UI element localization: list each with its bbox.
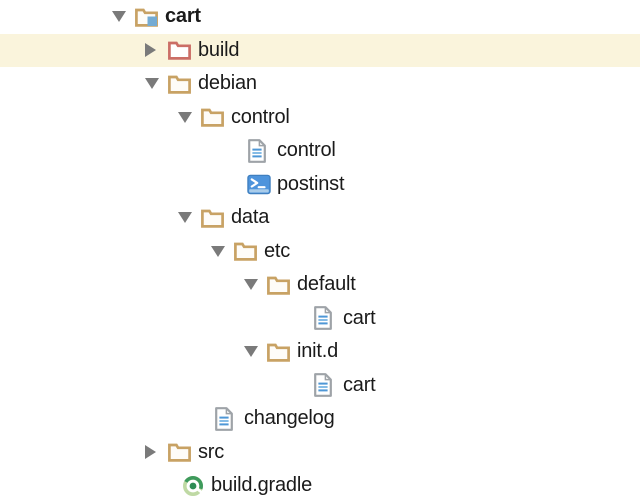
triangle-right-icon[interactable] bbox=[145, 445, 156, 460]
folder-icon bbox=[201, 208, 225, 228]
project-folder-icon bbox=[135, 7, 159, 27]
tree-item-label: data bbox=[231, 206, 270, 229]
folder-icon bbox=[234, 241, 258, 261]
tree-item-label: changelog bbox=[244, 407, 335, 430]
triangle-right-icon[interactable] bbox=[145, 43, 156, 58]
folder-icon bbox=[201, 107, 225, 127]
triangle-down-icon[interactable] bbox=[244, 279, 258, 291]
tree-row[interactable]: changelog bbox=[0, 402, 640, 436]
tree-item-label: postinst bbox=[277, 172, 345, 195]
tree-row[interactable]: data bbox=[0, 201, 640, 235]
tree-item-label: default bbox=[297, 273, 356, 296]
gradle-file-icon bbox=[181, 474, 205, 498]
text-file-icon bbox=[313, 306, 337, 331]
text-file-icon bbox=[247, 138, 271, 163]
tree-row[interactable]: postinst bbox=[0, 168, 640, 202]
shell-script-icon bbox=[247, 174, 271, 195]
tree-row[interactable]: build bbox=[0, 33, 640, 67]
folder-icon bbox=[168, 442, 192, 462]
tree-row[interactable]: cart bbox=[0, 0, 640, 34]
triangle-down-icon[interactable] bbox=[244, 346, 258, 358]
triangle-down-icon[interactable] bbox=[178, 212, 192, 224]
text-file-icon bbox=[214, 406, 238, 431]
triangle-down-icon[interactable] bbox=[145, 78, 159, 90]
tree-row[interactable]: build.gradle bbox=[0, 469, 640, 503]
tree-item-label: control bbox=[231, 105, 290, 128]
tree-row[interactable]: etc bbox=[0, 235, 640, 269]
tree-row[interactable]: cart bbox=[0, 369, 640, 403]
tree-row[interactable]: default bbox=[0, 268, 640, 302]
folder-icon bbox=[168, 74, 192, 94]
tree-item-label: cart bbox=[343, 306, 376, 329]
folder-icon bbox=[267, 275, 291, 295]
tree-row[interactable]: init.d bbox=[0, 335, 640, 369]
tree-item-label: debian bbox=[198, 72, 257, 95]
tree-item-label: init.d bbox=[297, 340, 339, 363]
triangle-down-icon[interactable] bbox=[211, 245, 225, 257]
tree-row[interactable]: src bbox=[0, 436, 640, 470]
tree-row[interactable]: control bbox=[0, 134, 640, 168]
triangle-down-icon[interactable] bbox=[112, 11, 126, 23]
triangle-down-icon[interactable] bbox=[178, 111, 192, 123]
text-file-icon bbox=[313, 373, 337, 398]
tree-row[interactable]: cart bbox=[0, 302, 640, 336]
excluded-folder-icon bbox=[168, 40, 192, 60]
tree-item-label: src bbox=[198, 440, 225, 463]
folder-icon bbox=[267, 342, 291, 362]
tree-row[interactable]: debian bbox=[0, 67, 640, 101]
tree-item-label: cart bbox=[165, 5, 201, 28]
tree-item-label: etc bbox=[264, 239, 291, 262]
tree-item-label: control bbox=[277, 139, 336, 162]
tree-item-label: cart bbox=[343, 373, 376, 396]
tree-item-label: build bbox=[198, 38, 240, 61]
tree-row[interactable]: control bbox=[0, 101, 640, 135]
tree-item-label: build.gradle bbox=[211, 474, 313, 497]
